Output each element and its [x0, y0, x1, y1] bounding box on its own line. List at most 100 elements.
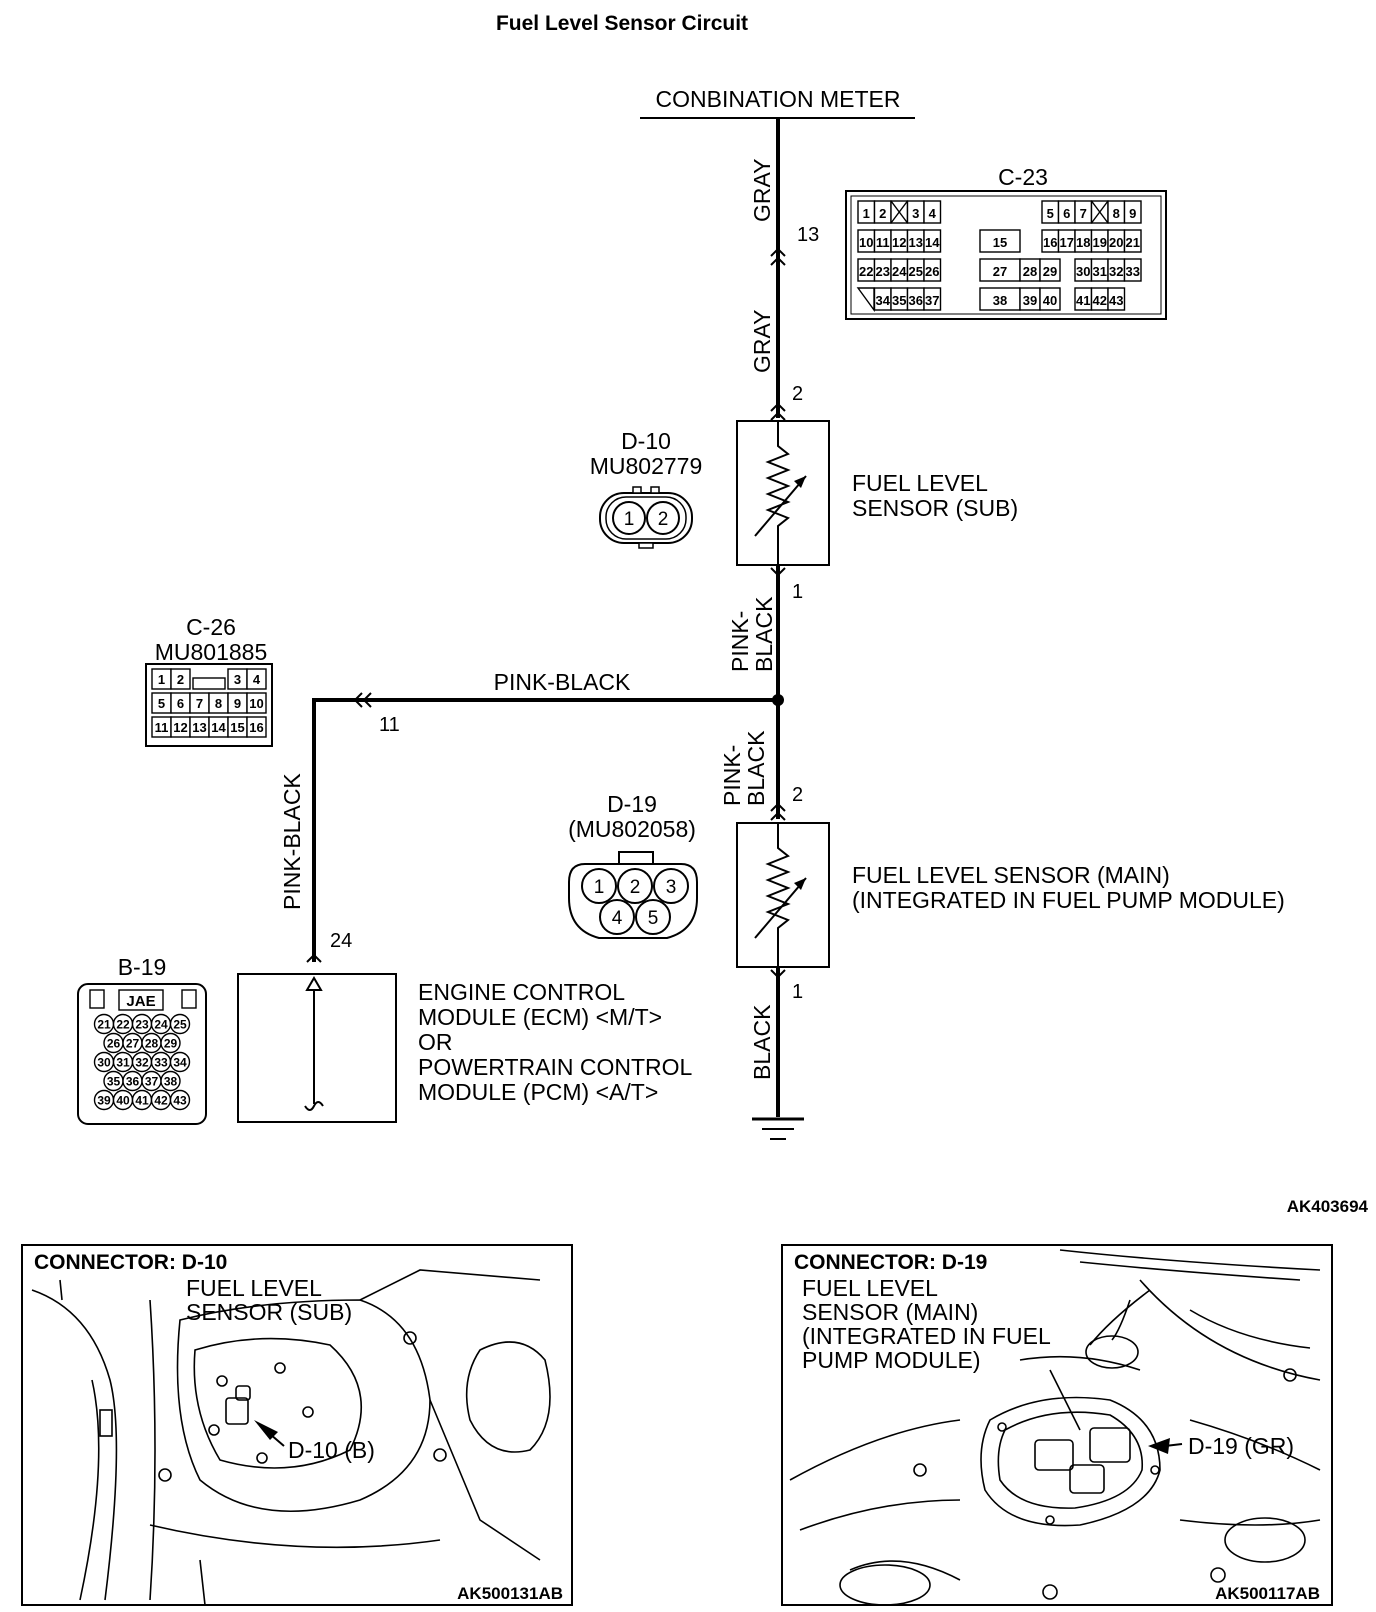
pin-1-main: 1	[792, 981, 803, 1003]
panel1-header: CONNECTOR: D-10	[34, 1251, 227, 1274]
c23-pin: 7	[1080, 206, 1087, 221]
panel2-label-line4: PUMP MODULE)	[802, 1347, 981, 1373]
b19-pin: 35	[107, 1075, 121, 1089]
b19-pin: 41	[135, 1094, 149, 1108]
c23-cell	[1123, 229, 1142, 253]
c23-pin: 38	[993, 293, 1007, 308]
panel1-callout: D-10 (B)	[288, 1437, 375, 1463]
c23-pin: 13	[909, 235, 923, 250]
b19-pin: 21	[97, 1018, 111, 1032]
wire-label-gray-top: GRAY	[749, 159, 775, 222]
pin-11-chevron	[353, 692, 372, 708]
c23-key	[856, 287, 875, 313]
c26-cell	[170, 668, 191, 690]
c23-pin: 30	[1076, 264, 1090, 279]
d10-part: MU802779	[590, 453, 703, 479]
c23-pin: 11	[876, 235, 890, 250]
c26-pin: 7	[196, 696, 203, 711]
pin-11: 11	[379, 714, 400, 736]
wire-label-pink-black-horizontal: PINK-BLACK	[494, 669, 631, 695]
c23-pin: 18	[1076, 235, 1090, 250]
c23-pin: 25	[909, 264, 923, 279]
c26-pin: 12	[173, 720, 187, 735]
c26-pin: 5	[158, 696, 165, 711]
page-title: Fuel Level Sensor Circuit	[496, 12, 748, 35]
b19-name: B-19	[118, 954, 167, 980]
c26-pin: 13	[192, 720, 206, 735]
c23-pin: 15	[993, 235, 1007, 250]
c23-pin: 36	[909, 293, 923, 308]
c23-pin: 42	[1093, 293, 1107, 308]
b19-pin-socket	[160, 1070, 181, 1092]
wire-label-pink-black-lower-line1: PINK-	[719, 745, 745, 806]
c26-name: C-26	[186, 614, 236, 640]
ecm-line2: MODULE (ECM) <M/T>	[418, 1004, 662, 1030]
wire-label-pink-black-vertical-line2: BLACK	[751, 596, 777, 672]
c26-part: MU801885	[155, 639, 268, 665]
c23-pin: 5	[1047, 206, 1054, 221]
d10-name: D-10	[621, 428, 671, 454]
b19-pin: 33	[154, 1056, 168, 1070]
c26-pin: 11	[155, 720, 169, 735]
c23-pin: 22	[859, 264, 873, 279]
pin-2-sub: 2	[792, 383, 803, 405]
fuel-level-sensor-main-symbol	[736, 822, 830, 968]
c23-pin: 35	[892, 293, 906, 308]
panel2-label: FUEL LEVEL SENSOR (MAIN) (INTEGRATED IN …	[802, 1275, 1056, 1373]
c23-name: C-23	[998, 164, 1048, 190]
b19-pin: 42	[154, 1094, 168, 1108]
d19-part: (MU802058)	[568, 816, 696, 842]
c23-pin: 26	[925, 264, 939, 279]
b19-pin: 30	[97, 1056, 111, 1070]
pin-24: 24	[330, 930, 352, 952]
c23-pin: 32	[1109, 264, 1123, 279]
wire-label-gray-mid: GRAY	[749, 310, 775, 373]
wire-label-pink-black-left: PINK-BLACK	[279, 773, 305, 910]
sensor-main-line1: FUEL LEVEL SENSOR (MAIN)	[852, 862, 1170, 888]
ecm-line1: ENGINE CONTROL	[418, 979, 625, 1005]
panel2-callout: D-19 (GR)	[1188, 1433, 1294, 1459]
c26-pin: 3	[234, 672, 241, 687]
c26-pin: 2	[177, 672, 184, 687]
c26-cell	[246, 668, 267, 690]
c23-pin: 23	[876, 264, 890, 279]
d10-pin-2: 2	[658, 509, 669, 530]
connector-d19-location-panel: CONNECTOR: D-19 FUEL LEVEL SENSOR (MAIN)…	[781, 1244, 1333, 1606]
c26-pin: 4	[253, 672, 261, 687]
c23-cell	[923, 229, 942, 253]
b19-pin: 32	[135, 1056, 149, 1070]
c26-pin: 9	[234, 696, 241, 711]
c23-blank-mark	[890, 200, 909, 224]
c23-cell	[979, 229, 1021, 253]
c23-pin: 19	[1093, 235, 1107, 250]
d19-pin-4: 4	[612, 908, 623, 929]
c23-cell	[1123, 200, 1142, 224]
c26-pin: 10	[249, 696, 263, 711]
fuel-level-sensor-sub-symbol	[736, 420, 830, 566]
c23-pin: 9	[1129, 206, 1136, 221]
c23-pin: 10	[859, 235, 873, 250]
fuel-level-sensor-main-label: FUEL LEVEL SENSOR (MAIN) (INTEGRATED IN …	[852, 862, 1285, 913]
c23-pin: 29	[1043, 264, 1057, 279]
b19-pin-socket	[169, 1051, 191, 1073]
figure-code: AK403694	[1287, 1197, 1369, 1216]
b19-pin: 29	[164, 1037, 178, 1051]
fuel-level-sensor-sub-label: FUEL LEVEL SENSOR (SUB)	[852, 470, 1018, 521]
wire-label-pink-black-lower-line2: BLACK	[743, 730, 769, 806]
pin-2-main: 2	[792, 784, 803, 806]
c23-pin: 4	[929, 206, 937, 221]
c23-cell	[1039, 258, 1061, 282]
c23-housing-inner	[850, 195, 1162, 315]
c23-pin: 16	[1043, 235, 1057, 250]
c26-cell	[246, 716, 267, 738]
c23-pin: 34	[876, 293, 891, 308]
b19-brand-box	[118, 989, 164, 1011]
c23-cell	[923, 200, 942, 224]
ecm-module-symbol	[237, 973, 397, 1123]
c26-pin: 1	[158, 672, 165, 687]
c23-cell	[923, 287, 942, 311]
ecm-line4: POWERTRAIN CONTROL	[418, 1054, 693, 1080]
sensor-sub-line2: SENSOR (SUB)	[852, 495, 1018, 521]
